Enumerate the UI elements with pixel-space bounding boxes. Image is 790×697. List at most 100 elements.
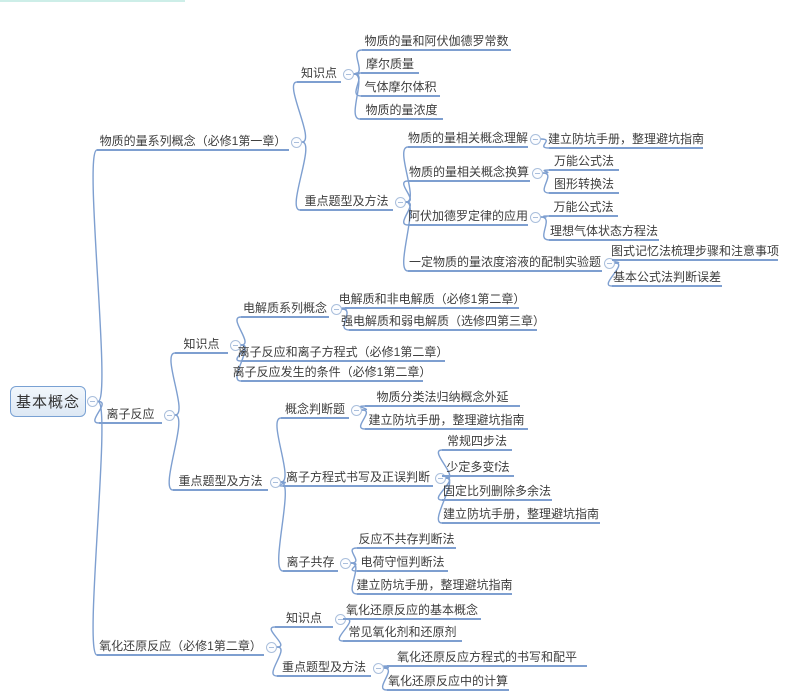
- node-label: 电荷守恒判断法: [360, 555, 445, 569]
- mindmap-node[interactable]: 电解质系列概念: [241, 299, 329, 318]
- mindmap-node[interactable]: 阿伏加德罗定律的应用: [408, 207, 528, 226]
- node-label: 万能公式法: [553, 200, 614, 214]
- node-label: 常规四步法: [446, 434, 507, 448]
- mindmap-node[interactable]: 一定物质的量浓度溶液的配制实验题: [408, 253, 602, 272]
- root-node[interactable]: 基本概念: [10, 386, 86, 417]
- mindmap-node[interactable]: 万能公式法: [549, 198, 618, 217]
- mindmap-node[interactable]: 建立防坑手册，整理避坑指南: [442, 505, 600, 524]
- mindmap-node[interactable]: 重点题型及方法: [173, 472, 268, 491]
- mindmap-node[interactable]: 物质分类法归纳概念外延: [365, 388, 520, 407]
- mindmap-node[interactable]: 少定多变f法: [442, 458, 514, 477]
- mindmap-node[interactable]: 物质的量相关概念理解: [408, 129, 528, 148]
- mindmap-node[interactable]: 电解质和非电解质（必修1第二章）: [339, 290, 525, 309]
- node-label: 基本公式法判断误差: [612, 270, 721, 284]
- mindmap-node[interactable]: 氧化还原反应的基本概念: [343, 601, 481, 620]
- mindmap-node[interactable]: 氧化还原反应方程式的书写和配平: [387, 648, 587, 667]
- mindmap-node[interactable]: 摩尔质量: [361, 55, 419, 74]
- collapse-toggle[interactable]: [531, 167, 543, 179]
- collapse-toggle[interactable]: [330, 303, 342, 315]
- collapse-toggle[interactable]: [350, 404, 362, 416]
- collapse-toggle[interactable]: [229, 339, 241, 351]
- collapse-toggle[interactable]: [265, 641, 277, 653]
- mindmap-node[interactable]: 电荷守恒判断法: [357, 553, 448, 572]
- collapse-toggle[interactable]: [603, 257, 615, 269]
- mindmap-node[interactable]: 离子共存: [283, 553, 338, 572]
- collapse-toggle[interactable]: [372, 662, 384, 674]
- mindmap-node[interactable]: 万能公式法: [549, 152, 619, 171]
- mindmap-node[interactable]: 离子反应发生的条件（必修1第二章）: [233, 363, 431, 382]
- node-label: 固定比列删除多余法: [442, 484, 551, 498]
- mindmap-node[interactable]: 理想气体状态方程法: [549, 222, 659, 241]
- node-label: 离子反应和离子方程式（必修1第二章）: [237, 345, 449, 359]
- connector: [270, 626, 282, 648]
- collapse-toggle[interactable]: [339, 557, 351, 569]
- node-label: 氧化还原反应中的计算: [387, 674, 508, 688]
- mindmap-node[interactable]: 知识点: [275, 609, 333, 628]
- collapse-toggle[interactable]: [434, 472, 446, 484]
- connector: [276, 417, 286, 483]
- mindmap-node[interactable]: 重点题型及方法: [300, 192, 393, 211]
- mindmap-node[interactable]: 知识点: [175, 335, 228, 354]
- collapse-toggle[interactable]: [163, 409, 175, 421]
- mindmap-node[interactable]: 重点题型及方法: [277, 658, 371, 677]
- connector: [540, 138, 550, 149]
- mindmap-node[interactable]: 离子方程式书写及正误判断: [283, 468, 433, 487]
- node-label: 物质的量相关概念换算: [408, 165, 529, 179]
- node-label: 重点题型及方法: [281, 660, 366, 674]
- node-label: 基本概念: [15, 394, 80, 411]
- mindmap-node[interactable]: 反应不共存判断法: [357, 530, 456, 549]
- node-label: 物质的量浓度: [365, 103, 438, 117]
- mindmap-node[interactable]: 物质的量系列概念（必修1第一章）: [97, 132, 289, 151]
- node-label: 气体摩尔体积: [364, 80, 437, 94]
- node-label: 物质分类法归纳概念外延: [376, 390, 509, 404]
- mindmap-node[interactable]: 离子反应: [99, 405, 162, 424]
- mindmap-node[interactable]: 建立防坑手册，整理避坑指南: [365, 411, 528, 430]
- node-label: 电解质系列概念: [242, 301, 327, 315]
- connector: [278, 481, 286, 487]
- mindmap-node[interactable]: 常见氧化剂和还原剂: [343, 623, 462, 642]
- node-label: 离子反应发生的条件（必修1第二章）: [232, 365, 432, 379]
- node-label: 建立防坑手册，整理避坑指南: [356, 578, 513, 592]
- mindmap-node[interactable]: 知识点: [297, 64, 341, 83]
- node-label: 重点题型及方法: [304, 194, 389, 208]
- node-label: 重点题型及方法: [178, 474, 263, 488]
- collapse-toggle[interactable]: [290, 136, 302, 148]
- mindmap-node[interactable]: 基本公式法判断误差: [612, 268, 722, 287]
- node-label: 建立防坑手册，整理避坑指南: [368, 413, 525, 427]
- collapse-toggle[interactable]: [394, 196, 406, 208]
- screen-edge-artifact: [0, 0, 185, 2]
- collapse-toggle[interactable]: [86, 396, 98, 407]
- mindmap-node[interactable]: 图式记忆法梳理步骤和注意事项: [611, 242, 779, 261]
- node-label: 一定物质的量浓度溶液的配制实验题: [408, 255, 601, 269]
- mindmap-node[interactable]: 图形转换法: [549, 175, 619, 194]
- node-label: 知识点: [285, 611, 322, 625]
- mindmap-node[interactable]: 物质的量浓度: [360, 101, 443, 120]
- collapse-toggle[interactable]: [529, 133, 541, 145]
- mindmap-node[interactable]: 强电解质和弱电解质（选修四第三章）: [341, 312, 545, 331]
- node-label: 知识点: [300, 66, 337, 80]
- mindmap-node[interactable]: 离子反应和离子方程式（必修1第二章）: [238, 343, 448, 362]
- node-label: 氧化还原反应的基本概念: [345, 603, 478, 617]
- collapse-toggle[interactable]: [529, 211, 541, 223]
- node-label: 常见氧化剂和还原剂: [348, 625, 457, 639]
- collapse-toggle[interactable]: [342, 68, 354, 80]
- mindmap-node[interactable]: 建立防坑手册，整理避坑指南: [356, 576, 513, 595]
- mindmap-node[interactable]: 物质的量相关概念换算: [408, 163, 530, 182]
- mindmap-node[interactable]: 建立防坑手册，整理避坑指南: [548, 130, 704, 149]
- mindmap-node[interactable]: 概念判断题: [281, 400, 349, 419]
- collapse-toggle[interactable]: [269, 476, 281, 488]
- connector: [92, 400, 103, 656]
- node-label: 理想气体状态方程法: [549, 224, 658, 238]
- mindmap-node[interactable]: 固定比列删除多余法: [442, 482, 552, 501]
- mindmap-node[interactable]: 常规四步法: [442, 432, 512, 451]
- mindmap-node[interactable]: 氧化还原反应（必修1第二章）: [97, 637, 264, 656]
- mindmap-node[interactable]: 物质的量和阿伏伽德罗常数: [362, 32, 511, 51]
- node-label: 氧化还原反应方程式的书写和配平: [396, 650, 577, 664]
- mindmap-node[interactable]: 气体摩尔体积: [361, 78, 440, 97]
- mindmap-node[interactable]: 氧化还原反应中的计算: [387, 672, 509, 691]
- connector: [350, 562, 358, 595]
- connector: [540, 216, 550, 241]
- node-label: 反应不共存判断法: [358, 532, 455, 546]
- node-label: 氧化还原反应（必修1第二章）: [99, 639, 262, 653]
- connector: [92, 149, 103, 403]
